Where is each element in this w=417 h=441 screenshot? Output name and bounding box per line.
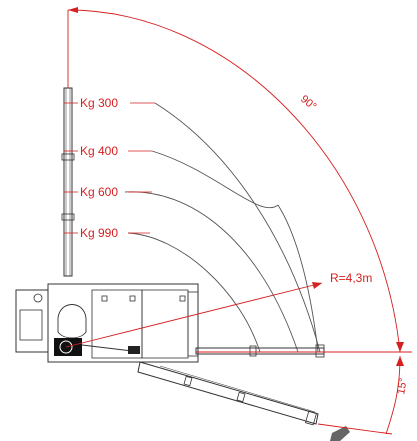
- load-label-kg-600: Kg 600: [80, 185, 118, 199]
- arc-90deg: [67, 9, 401, 353]
- load-label-kg-400: Kg 400: [80, 144, 118, 158]
- load-label-kg-300: Kg 300: [80, 96, 118, 110]
- angle-label-15: 15°: [395, 377, 410, 395]
- range-curve-kg-400: [151, 150, 279, 209]
- dimension-lines: [64, 7, 412, 435]
- ground-marker: [330, 426, 350, 441]
- range-curve-kg-600: [124, 191, 299, 353]
- range-curve-kg-990: [127, 232, 261, 353]
- horizontal-boom: [195, 344, 325, 358]
- arc-15deg: [385, 355, 401, 435]
- load-label-kg-990: Kg 990: [80, 226, 118, 240]
- lowered-boom-15deg: [137, 361, 319, 426]
- range-curve-kg-400-lower: [277, 204, 319, 353]
- radius-line: [65, 282, 323, 348]
- radius-label: R=4,3m: [330, 271, 372, 285]
- vertical-boom: [61, 87, 75, 277]
- angle-label-90: 90°: [298, 93, 318, 113]
- crane-base-vehicle: [15, 283, 199, 363]
- range-curve-kg-300: [154, 102, 321, 353]
